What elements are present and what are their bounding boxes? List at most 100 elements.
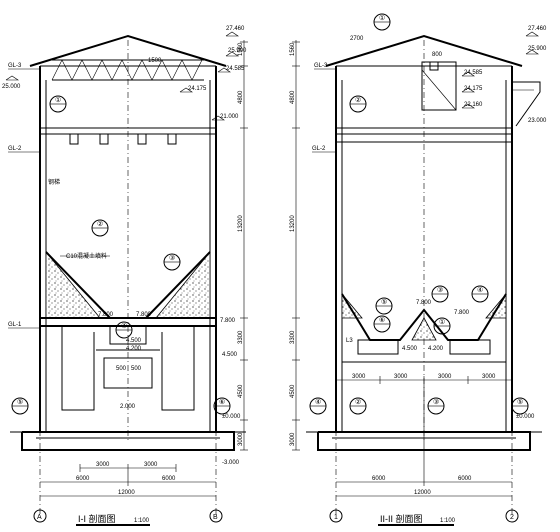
svg-text:⑤: ⑤	[17, 398, 23, 406]
left-axis-bubble-a	[33, 509, 47, 523]
left-section: 27.460 25.900 24.585 24.175 21.000 25.00…	[2, 26, 248, 526]
left-hdim-3: 6000	[76, 476, 90, 482]
right-elev-side: 23.000	[528, 118, 547, 124]
detail-bubble: ①	[373, 13, 391, 31]
right-elev-roof-eave: 25.900	[528, 46, 547, 52]
left-elev-roof-low: 24.585	[226, 66, 245, 72]
right-elev-cone-top: 7.800	[454, 310, 470, 316]
right-title: II-II 剖面图	[380, 513, 423, 524]
right-hdim-1: 3000	[352, 374, 366, 380]
svg-text:③: ③	[169, 254, 175, 262]
right-horizontal-dims	[336, 376, 512, 497]
right-elevation-markers	[461, 31, 539, 109]
right-side-chute	[512, 81, 541, 127]
right-hdim-2: 3000	[394, 374, 408, 380]
left-roof	[29, 34, 227, 67]
detail-bubble: ⑥	[373, 315, 391, 333]
left-elev-ground: ±0.000	[222, 414, 241, 420]
svg-text:②: ②	[97, 220, 103, 228]
right-grade-2: GL-2	[312, 146, 326, 152]
svg-text:①: ①	[55, 96, 61, 104]
right-elev-deck: 22.160	[464, 102, 483, 108]
left-foundation	[21, 431, 235, 451]
right-vdim-2: 4800	[290, 90, 296, 104]
left-title: I-I 剖面图	[78, 513, 116, 524]
svg-text:⑤: ⑤	[517, 398, 523, 406]
left-elev-roof-top: 27.460	[226, 26, 245, 32]
left-small-note: 钢梯	[48, 178, 60, 186]
detail-bubble: ②	[349, 95, 367, 113]
right-scale: 1:100	[440, 518, 456, 524]
left-elev-truss: 21.000	[220, 114, 239, 120]
right-hdim-total: 12000	[414, 490, 431, 496]
right-axis-label-a: 1	[334, 514, 338, 521]
right-vdim-4: 3300	[290, 330, 296, 344]
svg-text:②: ②	[355, 398, 361, 406]
detail-bubble: ③	[431, 285, 449, 303]
right-vdim-ticks	[292, 41, 300, 451]
left-grade-3: GL-1	[8, 322, 22, 328]
left-vdim-2: 4800	[238, 90, 244, 104]
left-elevation-markers	[5, 31, 239, 121]
detail-bubble: ②	[91, 219, 109, 237]
right-vdim-3: 13200	[290, 215, 296, 232]
right-foundation	[317, 431, 531, 451]
left-hdim-4: 6000	[162, 476, 176, 482]
right-hdim-6: 6000	[458, 476, 472, 482]
left-axis-label-a: A	[37, 514, 42, 521]
svg-text:②: ②	[355, 96, 361, 104]
left-fill-a	[45, 250, 101, 319]
svg-text:①: ①	[439, 318, 445, 326]
left-elev-pit: -3.000	[222, 460, 240, 466]
left-opening-dim-b: 500	[131, 366, 142, 372]
svg-text:④: ④	[477, 286, 483, 294]
detail-bubble: ④	[471, 285, 489, 303]
svg-text:①: ①	[379, 14, 385, 22]
right-equipment-box	[421, 61, 457, 111]
left-grade-2: GL-2	[8, 146, 22, 152]
right-fill-a	[341, 292, 363, 319]
right-vdim-5: 4500	[290, 384, 296, 398]
right-elev-roof-low: 24.585	[464, 70, 483, 76]
detail-bubble: ⑤	[511, 397, 529, 415]
detail-bubble: ②	[349, 397, 367, 415]
left-grade-1: GL-3	[8, 63, 22, 69]
detail-bubble: ③	[427, 397, 445, 415]
detail-bubble: ①	[433, 317, 451, 335]
right-elev-funnel: 4.500	[402, 346, 418, 352]
svg-text:⑤: ⑤	[381, 298, 387, 306]
left-elev-roof-eave: 25.900	[228, 48, 247, 54]
left-hdim-1: 3000	[96, 462, 110, 468]
left-vdim-4: 3300	[238, 330, 244, 344]
left-elev-cone-top-2: 7.800	[136, 312, 152, 318]
detail-bubble: ④	[309, 397, 327, 415]
detail-bubble: ⑤	[375, 297, 393, 315]
left-vdim-6: 3000	[238, 432, 244, 446]
right-elev-funnel-2: 4.200	[428, 346, 444, 352]
left-elev-funnel-right: 4.500	[222, 352, 238, 358]
detail-bubble: ⑤	[11, 397, 29, 415]
left-axis-bubble-b	[209, 509, 223, 523]
svg-text:③: ③	[433, 398, 439, 406]
right-roof	[325, 34, 523, 67]
left-pit	[103, 357, 153, 389]
right-hdim-5: 6000	[372, 476, 386, 482]
svg-text:③: ③	[437, 286, 443, 294]
left-vdim-5: 4500	[238, 384, 244, 398]
svg-text:④: ④	[315, 398, 321, 406]
right-hdim-3: 3000	[438, 374, 452, 380]
right-grade-3: L3	[346, 338, 353, 344]
left-scale: 1:100	[134, 518, 150, 524]
right-vdim-6: 3000	[290, 432, 296, 446]
svg-text:⑥: ⑥	[219, 398, 225, 406]
right-grade-1: GL-3	[314, 63, 328, 69]
left-hdim-2: 3000	[144, 462, 158, 468]
right-elev-top-floor: 24.175	[464, 86, 483, 92]
right-roof-dim-a: 2700	[350, 36, 364, 42]
right-fill-center	[411, 317, 437, 341]
right-section: 27.460 25.900 24.585 24.175 22.160 23.00…	[290, 26, 547, 526]
left-axis-label-b: B	[213, 514, 218, 521]
right-fill-b	[485, 292, 507, 319]
left-roof-dim-a: 1500	[148, 58, 162, 64]
left-horizontal-dims	[40, 464, 216, 497]
